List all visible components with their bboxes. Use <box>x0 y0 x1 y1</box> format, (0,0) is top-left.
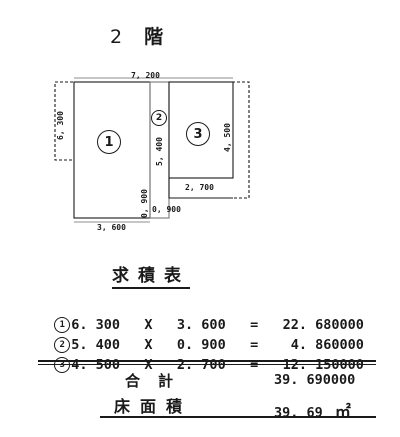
dim-bottom-mid-label: 0, 900 <box>152 205 181 214</box>
dashed-outline-left <box>54 81 73 161</box>
total-value: 39. 690000 <box>274 372 356 388</box>
dim-right-small-label: 2, 700 <box>185 183 214 192</box>
dim-mid-lower-label: 0, 900 <box>140 189 149 218</box>
dim-left-label: 6, 300 <box>56 111 65 140</box>
row2-marker: 2 <box>54 337 71 353</box>
floor-area-unit: ㎡ <box>334 402 351 421</box>
dim-right-label: 4, 500 <box>223 123 232 152</box>
table-rule-double-2 <box>38 364 376 365</box>
area3-marker: 3 <box>186 122 210 146</box>
dashed-outline-right <box>232 81 250 199</box>
area1-marker: 1 <box>97 130 121 154</box>
floor-area-value-row: 39. 69 ㎡ <box>274 398 351 422</box>
floor-plan-drawing <box>54 77 250 223</box>
dim-mid-upper-label: 5, 400 <box>155 137 164 166</box>
floor-area-value: 39. 69 <box>274 405 323 421</box>
area2-marker: 2 <box>151 110 167 126</box>
floor-area-underline <box>100 416 376 418</box>
floor-number: 2 <box>110 26 127 48</box>
lower-right-box <box>168 178 233 199</box>
total-label: 合計 <box>125 372 192 390</box>
row1-marker: 1 <box>54 317 71 333</box>
floor-area-label: 床面積 <box>114 397 193 416</box>
floor-char: 階 <box>144 26 168 48</box>
table-rule-double-1 <box>38 360 376 362</box>
row1-expr: 6. 300 X 3. 600 = 22. 680000 <box>71 317 364 333</box>
area3-rect <box>168 81 234 179</box>
row2-expr: 5. 400 X 0. 900 = 4. 860000 <box>71 337 364 353</box>
row3-marker: 3 <box>54 357 71 373</box>
dim-top-label: 7, 200 <box>131 71 160 80</box>
dim-bottom-left-label: 3, 600 <box>97 223 126 232</box>
area-table-heading: 求積表 <box>112 261 190 289</box>
